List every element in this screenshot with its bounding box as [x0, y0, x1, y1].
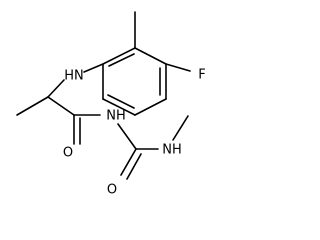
carbonyl-oxygen-label: O — [63, 146, 73, 161]
bond-urea-o-double — [126, 153, 142, 180]
methylamine-nh-label: NH — [162, 143, 182, 158]
bond-ring-c2-c3 — [134, 47, 167, 65]
bond-ring-c5-c6-inner — [107, 94, 135, 109]
bond-alpha-carbonyl — [47, 96, 75, 116]
bond-nh-urea-carbon — [117, 123, 137, 150]
amine-nh-label: HN — [64, 69, 84, 84]
bond-alpha-methyl — [16, 96, 49, 116]
urea-oxygen-label: O — [107, 183, 117, 198]
atom-labels: HN F O NH O NH — [63, 68, 206, 198]
bond-ring-amine — [83, 63, 104, 73]
bond-nh-methyl — [172, 115, 189, 141]
bond-ring-c1-c2-inner — [108, 53, 135, 67]
molecule-drawing: HN F O NH O NH — [16, 11, 206, 198]
bond-ring-fluorine — [165, 63, 191, 72]
bond-lines — [16, 11, 191, 180]
bond-ring-c5-c6 — [102, 98, 136, 116]
structure-canvas: HN F O NH O NH — [16, 11, 206, 198]
bond-urea-o — [120, 148, 137, 176]
bond-ring-c4-c5 — [134, 98, 167, 116]
bond-amine-alpha — [47, 79, 65, 98]
fluorine-label: F — [198, 68, 205, 83]
amide-nh-label: NH — [106, 109, 126, 124]
bond-ring-c1-c2 — [102, 47, 136, 65]
